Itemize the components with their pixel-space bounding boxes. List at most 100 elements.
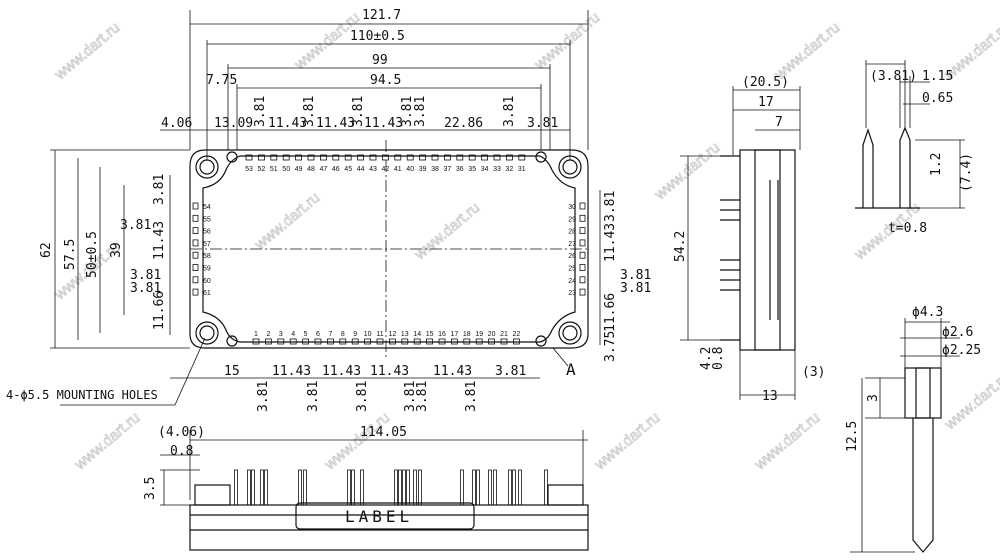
dim-label: 3.81 (130, 281, 161, 296)
pin-number: 13 (401, 331, 409, 338)
pin-lead (260, 469, 264, 506)
pin-number: 43 (369, 166, 377, 173)
pin-pad (401, 338, 409, 345)
pin-number: 19 (475, 331, 483, 338)
post-detail: ϕ4.3 ϕ2.6 ϕ2.25 3 12.5 (845, 305, 981, 553)
pin-number: 1 (254, 331, 258, 338)
dim-label: 50±0.5 (85, 231, 100, 278)
dim-label: 3.81 (603, 191, 618, 222)
dim-label: 3.81 (464, 381, 479, 412)
dim-label: 22.86 (444, 116, 483, 131)
dim-label: 4.2 (699, 347, 714, 370)
pin-number: 4 (291, 331, 295, 338)
pin-number: 48 (307, 166, 315, 173)
dim-label: 7 (775, 115, 783, 130)
pin-lead (347, 469, 351, 506)
pin-number: 7 (328, 331, 332, 338)
dim-label: 94.5 (370, 73, 401, 88)
pin-number: 39 (419, 166, 427, 173)
left-dimensions: 62 57.5 50±0.5 39 3.81 3.81 11.43 3.81 3… (39, 174, 167, 330)
watermark-text: www.dart.ru (751, 409, 823, 474)
pin-number: 23 (568, 290, 576, 297)
dim-label: 7.75 (206, 73, 237, 88)
pin-pad (282, 154, 290, 161)
pin-pad (381, 154, 389, 161)
right-dimensions: 3.81 11.43 3.81 3.81 11.66 3.75 (603, 191, 651, 362)
pin-pad (579, 276, 586, 284)
pin-number: 27 (568, 241, 576, 248)
dim-label: ϕ4.3 (912, 305, 943, 320)
dim-label: 3.81 (152, 174, 167, 205)
pin-pad (505, 154, 513, 161)
pin-pad (463, 338, 471, 345)
pin-number: 42 (382, 166, 390, 173)
pin-pad (431, 154, 439, 161)
pin-number: 34 (481, 166, 489, 173)
pin-pad (376, 338, 384, 345)
pin-number: 22 (513, 331, 521, 338)
pin-number: 3 (279, 331, 283, 338)
pin-number: 54 (203, 204, 211, 211)
pin-lead (512, 469, 516, 506)
dim-label: 3.81 (527, 116, 558, 131)
pin-pad (192, 288, 199, 296)
pin-number: 57 (203, 241, 211, 248)
dim-label: 3.81 (495, 364, 526, 379)
pin-pad (289, 338, 297, 345)
pin-pad (307, 154, 315, 161)
pin-pad (579, 264, 586, 271)
dim-label: 12.5 (845, 421, 860, 452)
pin-number: 21 (500, 331, 508, 338)
dim-label: 1.15 (922, 69, 953, 84)
pin-number: 53 (245, 166, 253, 173)
pin-number: 41 (394, 166, 402, 173)
pin-pad (295, 154, 303, 161)
dim-label: 110±0.5 (350, 29, 405, 44)
pin-number: 44 (357, 166, 365, 173)
pin-lead (298, 469, 302, 506)
dim-label: 3.81 (302, 96, 317, 127)
pin-pad (419, 154, 427, 161)
mounting-hole (558, 321, 582, 345)
pin-pad (245, 154, 253, 161)
pin-number: 5 (304, 331, 308, 338)
dim-label: 0.65 (922, 91, 953, 106)
watermark-text: www.dart.ru (591, 409, 663, 474)
pin-number: 51 (270, 166, 278, 173)
pin-number: 56 (203, 229, 211, 236)
pin-pad (326, 338, 334, 345)
dim-label: 54.2 (673, 231, 688, 262)
pin-number: 2 (266, 331, 270, 338)
pin-lead (493, 469, 497, 506)
pin-pad (579, 214, 586, 222)
pin-pad (579, 288, 586, 296)
watermark-text: www.dart.ru (251, 189, 323, 254)
watermark-text: www.dart.ru (411, 199, 483, 264)
dim-label: 99 (372, 53, 388, 68)
pin-pad (192, 239, 199, 247)
mounting-holes-note: 4-ϕ5.5 MOUNTING HOLES (6, 388, 158, 402)
pin-number: 16 (438, 331, 446, 338)
pin-lead (394, 469, 398, 506)
pin-lead (247, 469, 251, 506)
dim-label: ϕ2.25 (942, 343, 981, 358)
pin-number: 49 (295, 166, 303, 173)
pin-number: 47 (320, 166, 328, 173)
pin-pad (364, 338, 372, 345)
dim-label: 11.43 (152, 221, 167, 260)
pin-lead (398, 469, 402, 506)
dim-label: 11.43 (316, 116, 355, 131)
dim-label: 3.81 (400, 96, 415, 127)
pin-lead (508, 469, 512, 506)
dim-label: 62 (39, 242, 54, 258)
top-dimensions: 121.7 110±0.5 99 7.75 94.5 4.06 13.09 3.… (161, 8, 558, 131)
dim-label: 39 (109, 242, 124, 258)
pin-number: 36 (456, 166, 464, 173)
pin-number: 11 (376, 331, 383, 338)
dim-label: (7.4) (959, 153, 974, 192)
watermark-text: www.dart.ru (51, 19, 123, 84)
pin-number: 61 (203, 290, 211, 297)
pin-number: 18 (463, 331, 471, 338)
